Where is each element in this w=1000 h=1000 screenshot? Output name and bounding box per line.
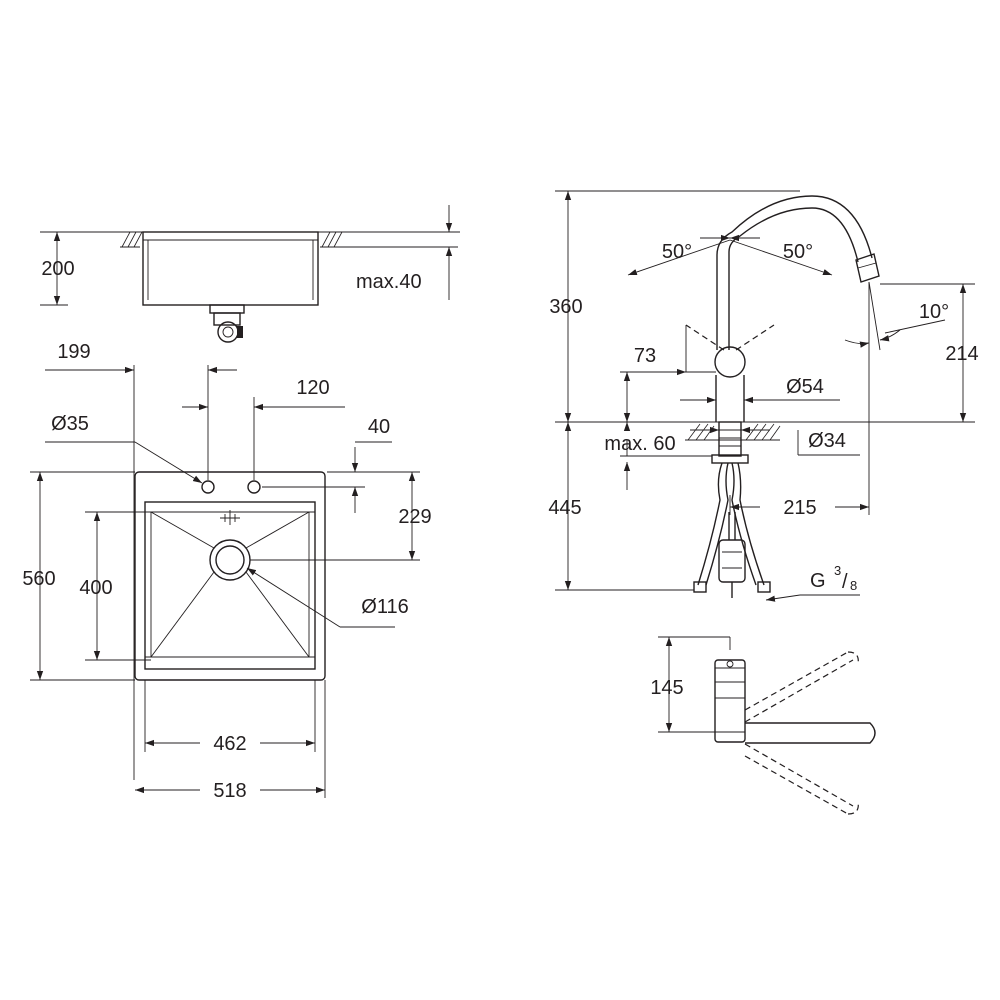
tap-hole-left (201, 480, 215, 494)
lever-swing-right (735, 324, 775, 351)
dim-214: 214 (945, 343, 978, 365)
dim-560: 560 (22, 568, 55, 590)
dim-518: 518 (213, 780, 246, 802)
dim-462: 462 (213, 733, 246, 755)
dim-73: 73 (634, 345, 656, 367)
dim-229: 229 (398, 506, 431, 528)
worktop-section (685, 423, 781, 441)
countertop-hatch-right (321, 231, 343, 248)
faucet-side-view: 50° 50° 360 73 Ø54 10° 214 (548, 190, 979, 602)
dim-max-60: max. 60 (604, 433, 675, 455)
dim-height-360: 360 (549, 296, 582, 318)
dim-40: 40 (368, 416, 390, 438)
tap-hole-right (247, 480, 261, 494)
angle-10: 10° (919, 301, 949, 323)
hose-weight (718, 512, 746, 598)
faucet-spout (716, 195, 873, 350)
sink-basin-profile (142, 231, 319, 306)
lever-swing-left (685, 324, 725, 351)
dim-199: 199 (57, 341, 90, 363)
dim-max-40: max.40 (356, 271, 422, 293)
sink-bowl (144, 501, 316, 670)
countertop-hatch-left (121, 231, 143, 248)
dim-120: 120 (296, 377, 329, 399)
thread-numerator: 3 (834, 563, 841, 578)
dim-diameter-35: Ø35 (51, 413, 89, 435)
sink-top-view: 199 120 Ø35 40 229 560 400 Ø116 (22, 341, 431, 802)
faucet-aerator (855, 253, 880, 283)
thread-denominator: 8 (850, 578, 857, 593)
faucet-lever-ball (714, 346, 746, 378)
thread-slash: / (842, 571, 848, 593)
faucet-top-view: 145 (650, 636, 876, 815)
angle-right-50: 50° (783, 241, 813, 263)
sink-outer-rim (134, 471, 326, 681)
dim-400: 400 (79, 577, 112, 599)
dim-depth-200: 200 (41, 258, 74, 280)
dim-215: 215 (783, 497, 816, 519)
supply-hoses (693, 462, 771, 593)
dim-diameter-116: Ø116 (361, 596, 408, 618)
spout-arm-top (745, 722, 876, 744)
dim-145: 145 (650, 677, 683, 699)
sink-side-view: 200 max.40 (40, 205, 460, 343)
dim-diameter-34: Ø34 (808, 430, 846, 452)
mounting-shank (718, 421, 742, 457)
dim-diameter-54: Ø54 (786, 376, 824, 398)
dim-445: 445 (548, 497, 581, 519)
faucet-body-top (714, 659, 746, 743)
thread-g: G (810, 570, 826, 592)
drain-fitting (209, 304, 245, 343)
angle-left-50: 50° (662, 241, 692, 263)
